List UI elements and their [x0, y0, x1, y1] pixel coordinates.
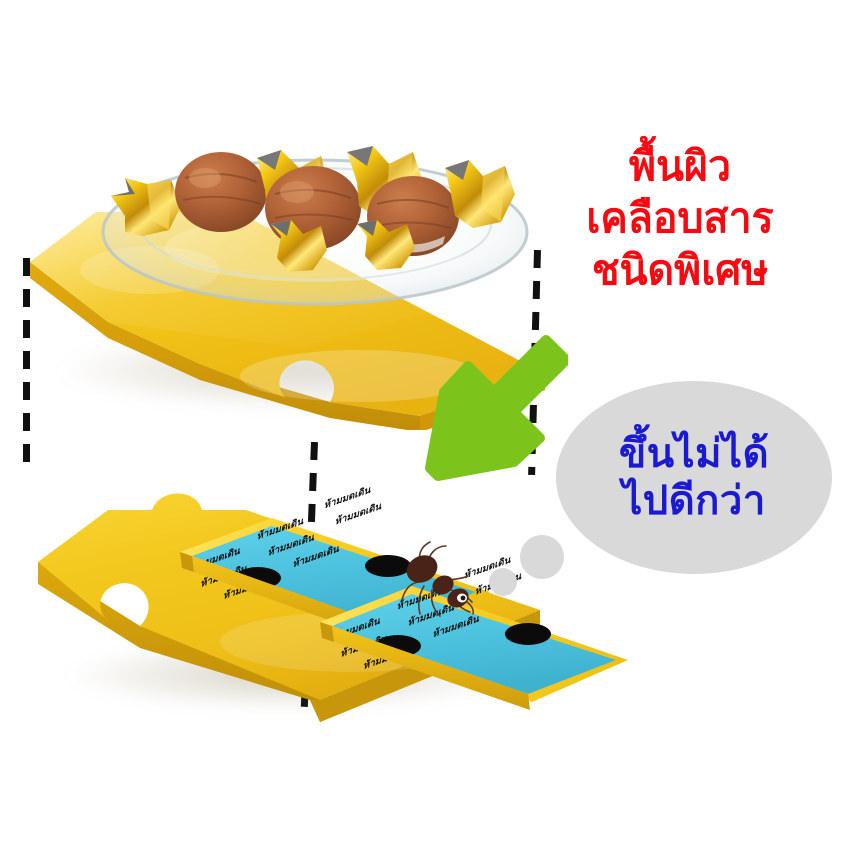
- glass-plate-with-candies: [101, 146, 529, 306]
- headline-line-1: พื้นผิว: [628, 142, 732, 190]
- down-left-arrow-icon: [425, 335, 568, 481]
- headline-text: พื้นผิว เคลือบสาร ชนิดพิเศษ: [520, 140, 840, 296]
- candy-foil-6: [357, 220, 415, 270]
- bait-bay-2: ห้ามมดเดิน ห้ามมดเดิน ห้ามมดเดิน ห้ามมดเ…: [320, 554, 628, 710]
- bait-hole: [505, 623, 551, 645]
- headline-line-3: ชนิดพิเศษ: [591, 246, 769, 295]
- candy-truffle-1: [175, 152, 267, 232]
- ant-illustration: [401, 541, 474, 617]
- candy-foil-1: [111, 178, 181, 236]
- speech-line-2: ไปดีกว่า: [622, 477, 766, 524]
- thought-bubble-small: [489, 568, 517, 596]
- speech-line-1: ขึ้นไม่ได้: [618, 430, 770, 477]
- speech-bubble: ขึ้นไม่ได้ ไปดีกว่า: [556, 381, 832, 574]
- thought-bubble-medium: [520, 535, 564, 579]
- alignment-guide-left: [23, 258, 30, 473]
- candy-foil-4: [445, 160, 515, 228]
- candy-foil-5: [271, 220, 327, 272]
- ant-thorax: [432, 575, 454, 595]
- ant-abdomen: [406, 555, 438, 583]
- bottom-tray: ห้ามมดเดิน ห้ามมดเดิน ห้ามมดเดิน ห้ามมดเ…: [38, 484, 628, 722]
- bait-hole: [365, 555, 411, 577]
- headline-line-2: เคลือบสาร: [586, 194, 774, 243]
